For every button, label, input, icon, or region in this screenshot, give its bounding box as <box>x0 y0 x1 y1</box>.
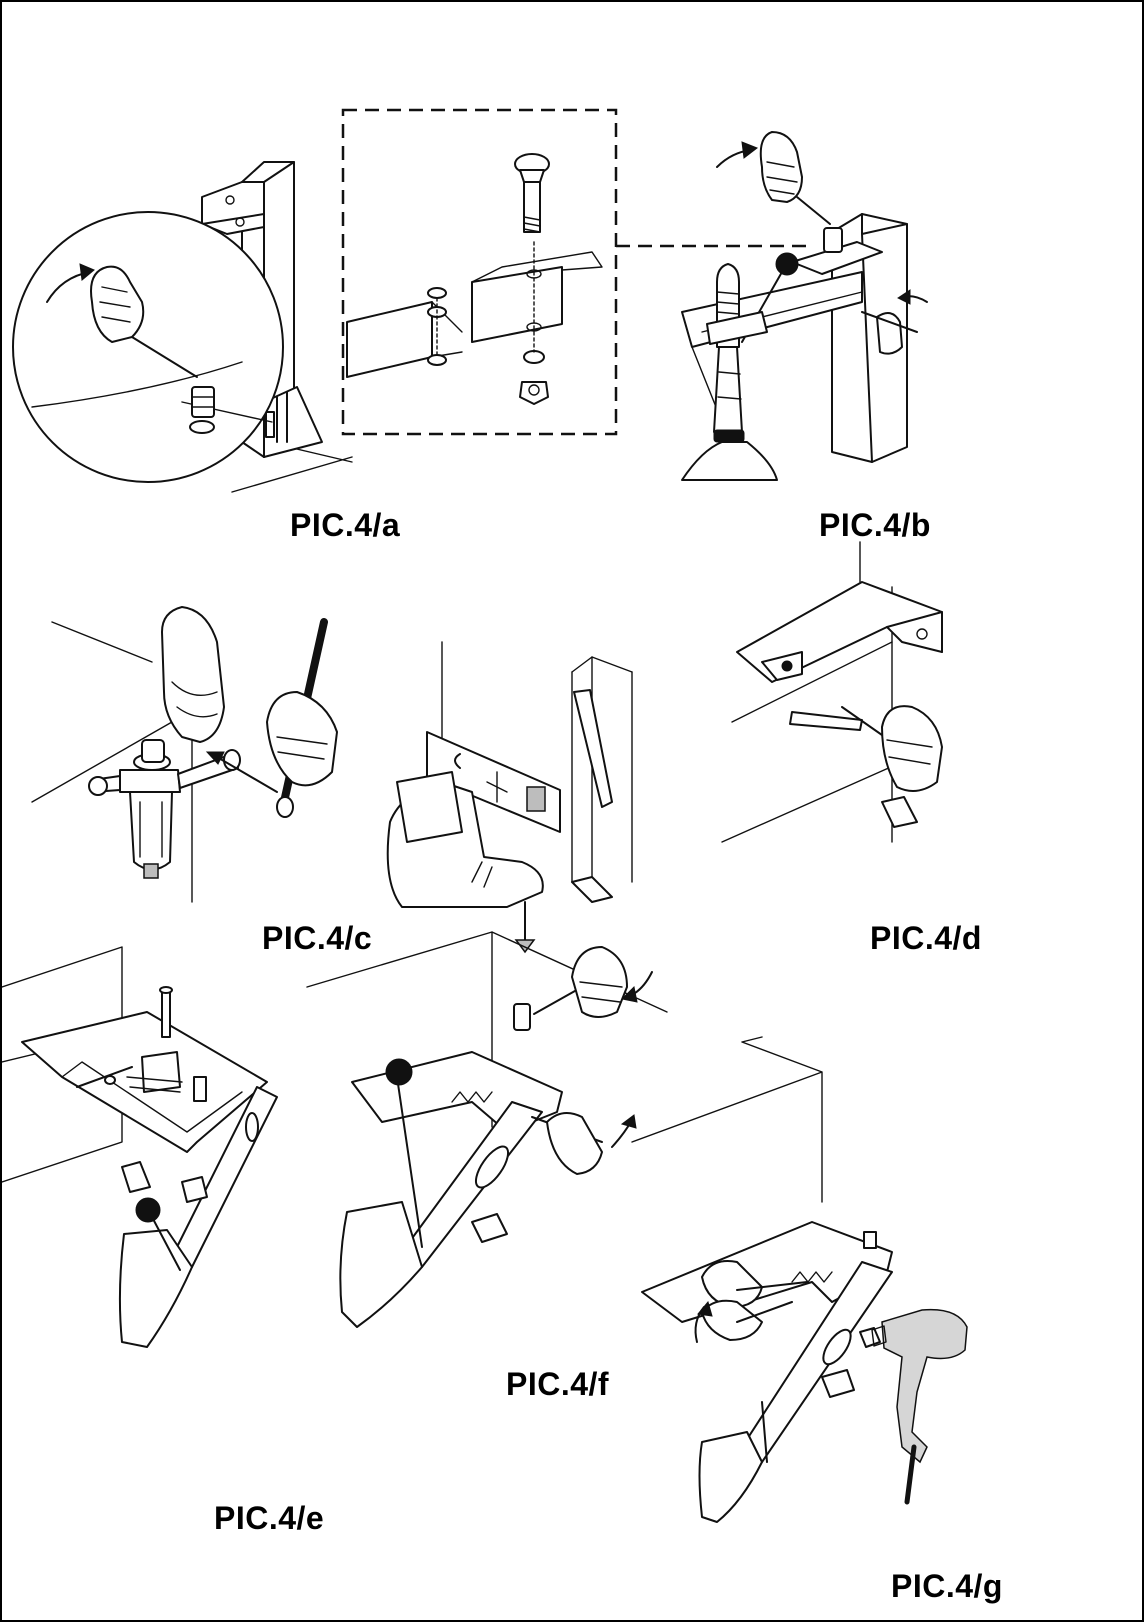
caption-pic-4b: PIC.4/b <box>819 507 931 543</box>
exploded-detail-box <box>341 108 618 436</box>
illustration-4b <box>681 131 928 481</box>
illustration-4e <box>2 946 278 1348</box>
illustration-4d <box>721 541 943 843</box>
illustration-4c <box>31 606 338 903</box>
caption-pic-4a: PIC.4/a <box>290 507 401 543</box>
caption-pic-4f: PIC.4/f <box>506 1366 610 1402</box>
caption-pic-4e: PIC.4/e <box>214 1500 325 1536</box>
caption-pic-4d: PIC.4/d <box>870 920 982 956</box>
illustration-4g <box>631 1036 968 1523</box>
caption-pic-4g: PIC.4/g <box>891 1568 1003 1604</box>
caption-pic-4c: PIC.4/c <box>262 920 373 956</box>
illustration-4f <box>306 931 668 1328</box>
illustration-pedal <box>386 641 633 954</box>
illustration-4a <box>12 161 353 493</box>
